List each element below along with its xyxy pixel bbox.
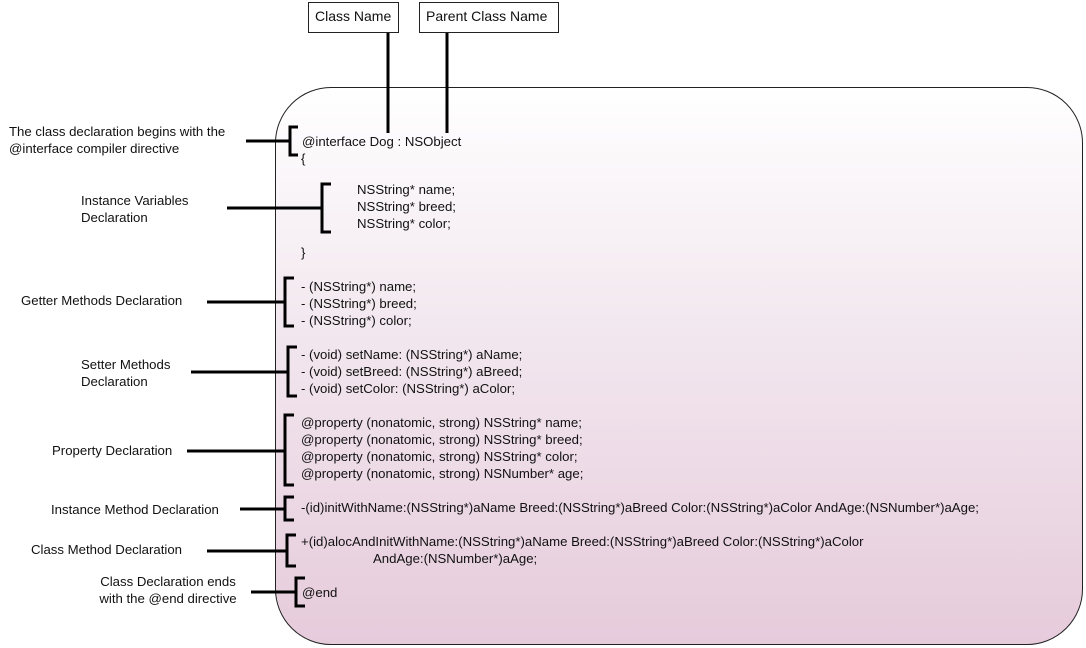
instance-method-label: Instance Method Declaration xyxy=(51,502,219,517)
ivar-color: NSString* color; xyxy=(357,216,451,231)
close-brace: } xyxy=(301,245,306,260)
open-brace: { xyxy=(301,151,306,166)
getter-methods-label: Getter Methods Declaration xyxy=(21,293,183,308)
getter-breed: - (NSString*) breed; xyxy=(301,296,417,311)
property-name: @property (nonatomic, strong) NSString* … xyxy=(301,415,582,430)
getter-name: - (NSString*) name; xyxy=(301,279,417,294)
parent-class-name-text: Parent Class Name xyxy=(426,8,548,24)
ivar-name: NSString* name; xyxy=(357,182,456,197)
class-name-text: Class Name xyxy=(315,8,392,24)
property-age: @property (nonatomic, strong) NSNumber* … xyxy=(301,466,584,481)
class-method-line-1: +(id)alocAndInitWithName:(NSString*)aNam… xyxy=(301,534,864,549)
setter-methods-label: Setter Methods Declaration xyxy=(81,357,171,389)
class-name-callout: Class Name xyxy=(308,2,399,33)
class-declaration-label: The class declaration begins with the @i… xyxy=(9,124,226,156)
getter-color: - (NSString*) color; xyxy=(301,313,412,328)
ivar-breed: NSString* breed; xyxy=(357,199,456,214)
code-panel xyxy=(275,87,1083,645)
setter-breed: - (void) setBreed: (NSString*) aBreed; xyxy=(301,364,523,379)
instance-method-line: -(id)initWithName:(NSString*)aName Breed… xyxy=(301,500,979,515)
setter-color: - (void) setColor: (NSString*) aColor; xyxy=(301,381,515,396)
property-color: @property (nonatomic, strong) NSString* … xyxy=(301,449,578,464)
property-label: Property Declaration xyxy=(52,443,173,458)
interface-line: @interface Dog : NSObject xyxy=(302,134,462,149)
setter-name: - (void) setName: (NSString*) aName; xyxy=(301,347,523,362)
property-breed: @property (nonatomic, strong) NSString* … xyxy=(301,432,583,447)
end-directive: @end xyxy=(302,585,338,600)
instance-variables-label: Instance Variables Declaration xyxy=(81,193,189,225)
class-end-label: Class Declaration ends with the @end dir… xyxy=(99,574,237,606)
class-method-label: Class Method Declaration xyxy=(31,542,182,557)
class-method-line-2: AndAge:(NSNumber*)aAge; xyxy=(373,551,538,566)
parent-class-name-callout: Parent Class Name xyxy=(419,2,559,33)
